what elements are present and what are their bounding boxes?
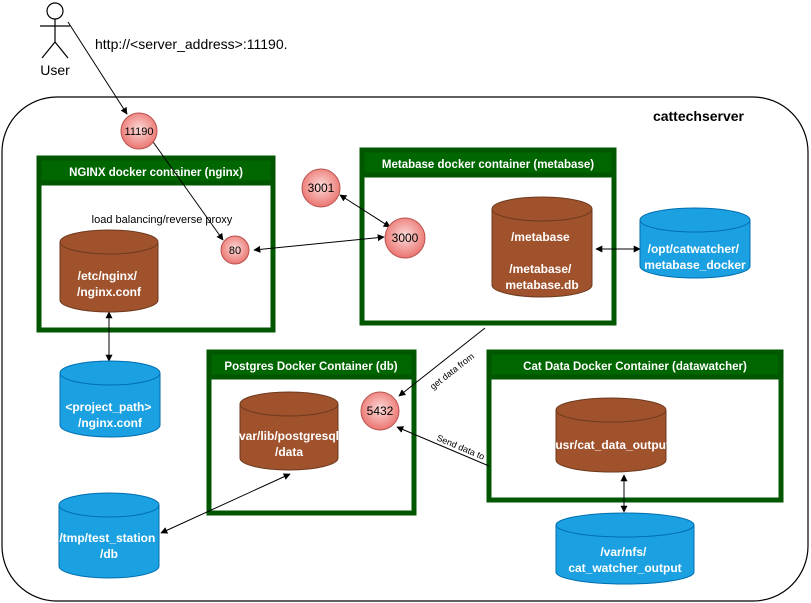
edge-11190-to-80 xyxy=(150,138,224,241)
connectors xyxy=(67,21,641,534)
url-label: http://<server_address>:11190. xyxy=(95,36,288,52)
host-volume-test-station-line1: /tmp/test_station xyxy=(59,531,155,545)
postgres-container-title: Postgres Docker Container (db) xyxy=(224,361,397,373)
server-boundary xyxy=(1,96,809,602)
edge-metabase-get-data xyxy=(398,327,486,397)
host-volume-nfs-line1: /var/nfs/ xyxy=(600,545,647,559)
metabase-container-title: Metabase docker container (metabase) xyxy=(382,159,594,171)
user-label: User xyxy=(40,62,70,78)
svg-text:11190: 11190 xyxy=(125,126,154,138)
volume-postgres-icon: /var/lib/postgresql /data xyxy=(236,391,343,471)
port-3000: 3000 xyxy=(384,217,426,259)
nginx-note: load balancing/reverse proxy xyxy=(92,214,233,226)
svg-text:3000: 3000 xyxy=(392,231,419,245)
host-volume-nfs-line2: cat_watcher_output xyxy=(568,561,681,575)
server-label: cattechserver xyxy=(653,108,745,124)
svg-text:3001: 3001 xyxy=(308,181,335,195)
port-3001: 3001 xyxy=(301,168,341,208)
volume-postgres-line1: /var/lib/postgresql xyxy=(236,429,339,443)
volume-nginx-conf-icon: /etc/nginx/ /nginx.conf xyxy=(59,229,159,313)
edge-3001-3000 xyxy=(339,194,391,228)
catdata-container-title: Cat Data Docker Container (datawatcher) xyxy=(523,361,747,373)
edge-catdata-send-data xyxy=(396,426,490,467)
svg-text:/var/nfs/ cat_watcher_ou: /var/nfs/ cat_watcher_output xyxy=(568,545,681,575)
svg-text:/etc/nginx/ /nginx.conf: /etc/nginx/ /nginx.conf xyxy=(77,269,142,299)
host-volume-project-icon: <project_path> /nginx.conf xyxy=(59,360,161,438)
user-actor-icon xyxy=(40,2,70,59)
volume-postgres-line2: /data xyxy=(275,445,303,459)
volume-cat-output-line1: /usr/cat_data_output xyxy=(552,438,670,452)
send-data-label: Send data to xyxy=(435,433,486,462)
edge-user-to-11190 xyxy=(67,21,128,115)
get-data-label: get data from xyxy=(428,351,476,392)
port-80: 80 xyxy=(220,235,250,265)
edge-80-3000 xyxy=(253,234,385,253)
svg-text:/usr/cat_data_output: /usr/cat_data_output xyxy=(552,438,670,452)
svg-text:5432: 5432 xyxy=(367,404,394,418)
svg-text:/tmp/test_station /db: /tmp/test_station /db xyxy=(59,531,158,561)
svg-text:<project_path> /nginx.co: <project_path> /nginx.conf xyxy=(65,400,154,430)
host-volume-catwatcher-line1: /opt/catwatcher/ xyxy=(648,242,740,256)
volume-metabase-line1: /metabase xyxy=(511,230,570,244)
volume-cat-output-icon: /usr/cat_data_output xyxy=(552,397,670,473)
volume-nginx-conf-line2: /nginx.conf xyxy=(77,285,142,299)
host-volume-test-station-line2: /db xyxy=(100,547,118,561)
edge-postgres-host xyxy=(160,473,291,534)
host-volume-test-station-icon: /tmp/test_station /db xyxy=(58,492,160,579)
volume-nginx-conf-line1: /etc/nginx/ xyxy=(78,269,138,283)
volume-metabase-line4: metabase.db xyxy=(505,278,578,292)
svg-text:/var/lib/postgresql /dat: /var/lib/postgresql /data xyxy=(236,429,343,459)
host-volume-catwatcher-icon: /opt/catwatcher/ metabase_docker xyxy=(639,207,751,279)
volume-metabase-line3: /metabase/ xyxy=(509,262,572,276)
nginx-container-title: NGINX docker container (nginx) xyxy=(69,167,243,179)
host-volume-nfs-icon: /var/nfs/ cat_watcher_output xyxy=(555,512,695,585)
svg-text:/metabase /metabase/: /metabase /metabase/ metabase.db xyxy=(505,230,578,292)
host-volume-project-line2: /nginx.conf xyxy=(78,416,143,430)
port-11190: 11190 xyxy=(120,112,158,150)
svg-text:80: 80 xyxy=(229,245,241,257)
port-5432: 5432 xyxy=(360,391,400,431)
volume-metabase-icon: /metabase /metabase/ metabase.db xyxy=(491,196,593,298)
host-volume-catwatcher-line2: metabase_docker xyxy=(644,258,746,272)
host-volume-project-line1: <project_path> xyxy=(65,400,151,414)
svg-text:/opt/catwatcher/ metabas: /opt/catwatcher/ metabase_docker xyxy=(644,242,746,272)
